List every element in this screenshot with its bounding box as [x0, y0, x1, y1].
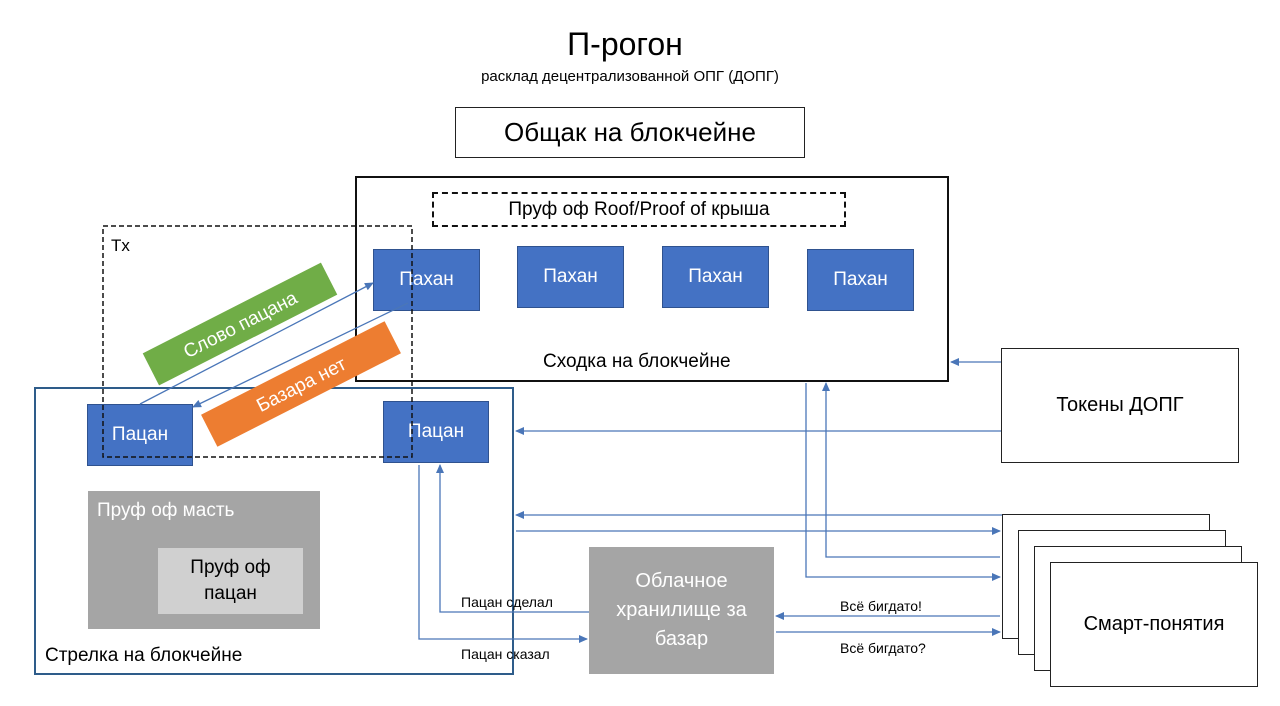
- obshchak-box: Общак на блокчейне: [455, 107, 805, 158]
- pakhan-box-2: Пахан: [517, 246, 624, 308]
- pakhan-box-4: Пахан: [807, 249, 914, 311]
- proof-mast-label: Пруф оф масть: [97, 500, 235, 521]
- pakhan-label: Пахан: [543, 266, 598, 287]
- patsan-right-box: Пацан: [383, 401, 489, 463]
- proof-roof-box: Пруф оф Roof/Proof of крыша: [432, 192, 846, 227]
- patsan-label: Пацан: [407, 421, 465, 442]
- storage-label: Облачное хранилище за базар: [616, 570, 747, 650]
- arrow-smart-to-skhodka: [822, 382, 1000, 558]
- proof-roof-label: Пруф оф Roof/Proof of крыша: [508, 198, 770, 220]
- edge-label-vse-bigdato-excl: Всё бигдато!: [840, 598, 922, 614]
- arrow-patsan-to-pakhan: [139, 282, 374, 405]
- arrow-storage-to-patsan: [436, 464, 589, 613]
- strelka-label: Стрелка на блокчейне: [45, 645, 243, 666]
- pakhan-box-1: Пахан: [373, 249, 480, 311]
- proof-mast-box: Пруф оф масть Пруф оф пацан: [88, 491, 320, 629]
- arrow-pakhan-to-patsan: [192, 302, 409, 408]
- edge-label-patsan-skazal: Пацан сказал: [461, 646, 550, 662]
- pakhan-label: Пахан: [833, 269, 888, 290]
- tx-region: [102, 225, 413, 458]
- diagram-subtitle: расклад децентрализованной ОПГ (ДОПГ): [481, 68, 779, 85]
- proof-patsan-label: Пруф оф пацан: [190, 557, 271, 604]
- tokens-label: Токены ДОПГ: [1056, 394, 1184, 416]
- arrow-skhodka-to-smart: [805, 383, 1001, 581]
- arrow-patsan-to-storage: [418, 465, 588, 643]
- tx-label: Tx: [111, 236, 130, 255]
- patsan-label: Пацан: [111, 424, 169, 445]
- obshchak-label: Общак на блокчейне: [504, 117, 756, 147]
- smart-label: Смарт-понятия: [1083, 613, 1225, 635]
- diagram-title: П-рогон: [567, 26, 683, 62]
- pakhan-label: Пахан: [688, 266, 743, 287]
- proof-patsan-box: Пруф оф пацан: [158, 548, 303, 614]
- edge-label-vse-bigdato-q: Всё бигдато?: [840, 640, 926, 656]
- tokens-box: Токены ДОПГ: [1001, 348, 1239, 463]
- storage-box: Облачное хранилище за базар: [589, 547, 774, 674]
- pakhan-label: Пахан: [399, 269, 454, 290]
- skhodka-label: Сходка на блокчейне: [543, 351, 731, 372]
- edge-label-patsan-sdelal: Пацан сделал: [461, 594, 553, 610]
- pakhan-box-3: Пахан: [662, 246, 769, 308]
- smart-box: Смарт-понятия: [1050, 562, 1258, 687]
- patsan-left-box: Пацан: [87, 404, 193, 466]
